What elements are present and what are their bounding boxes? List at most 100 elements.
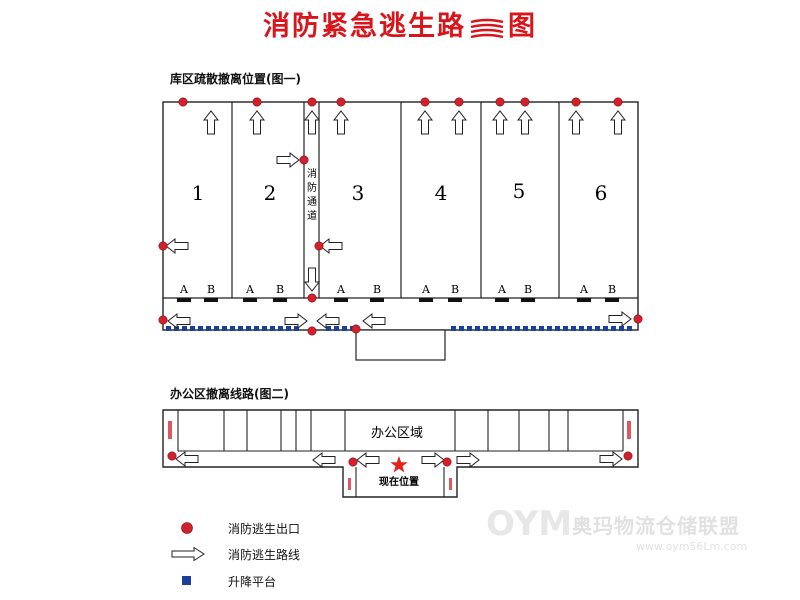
lifting-platform-square — [254, 326, 259, 331]
fire-exit-dot — [336, 97, 346, 107]
fire-exit-dot — [633, 314, 643, 324]
title-text-before: 消防紧急逃生路 — [263, 11, 466, 42]
lifting-platform-square — [539, 326, 544, 331]
dock-door — [419, 298, 433, 302]
fire-exit-dot — [442, 457, 452, 467]
lifting-platform-square — [523, 326, 528, 331]
fire-exit-dot — [623, 451, 633, 461]
title-stripe-mark — [470, 18, 504, 38]
fire-exit-dot — [307, 326, 317, 336]
watermark: OYM 奥玛物流仓储联盟 www.oym56Lm.com — [486, 500, 786, 570]
warehouse-number-2: 2 — [264, 181, 277, 205]
lifting-platform-square — [270, 326, 275, 331]
watermark-brand: 奥玛物流仓储联盟 — [572, 514, 740, 538]
lifting-platform-square — [627, 326, 632, 331]
fire-exit-dot — [167, 451, 177, 461]
fire-exit-dot — [520, 97, 530, 107]
dock-door — [177, 298, 191, 302]
dock-label-2a: A — [245, 283, 255, 296]
exit-sign — [168, 421, 172, 439]
dock-label-4b: B — [451, 283, 459, 296]
lifting-platform-square — [579, 326, 584, 331]
lifting-platform-square — [483, 326, 488, 331]
dock-label-6a: A — [579, 283, 589, 296]
lifting-platform-square — [451, 326, 456, 331]
warehouse-number-3: 3 — [352, 181, 365, 205]
legend-platform-label: 升降平台 — [228, 575, 277, 589]
fire-exit-dot — [178, 97, 188, 107]
current-position-label: 现在位置 — [379, 475, 419, 488]
exit-sign — [449, 478, 452, 490]
lifting-platform-square — [286, 326, 291, 331]
lifting-platform-square — [294, 326, 299, 331]
lifting-platform-square — [547, 326, 552, 331]
blue-square-icon — [182, 576, 191, 585]
fire-exit-dot — [307, 97, 317, 107]
dock-label-1b: B — [207, 283, 215, 296]
lifting-platform-square — [182, 326, 187, 331]
dock-door — [204, 298, 218, 302]
fire-lane-char-3: 通 — [307, 196, 317, 208]
fire-lane-char-4: 道 — [307, 209, 317, 222]
fire-exits — [158, 97, 643, 336]
dock-door — [370, 298, 384, 302]
fire-exit-dot — [252, 97, 262, 107]
annex-room — [355, 329, 446, 361]
lifting-platform-square — [334, 326, 339, 331]
lifting-platform-square — [595, 326, 600, 331]
lifting-platform-square — [206, 326, 211, 331]
red-dot-icon — [181, 522, 193, 534]
dock-door — [448, 298, 462, 302]
warehouse-number-1: 1 — [192, 181, 205, 205]
lifting-platform-square — [190, 326, 195, 331]
lifting-platform-square — [531, 326, 536, 331]
figure2-caption: 办公区撤离线路(图二) — [170, 387, 289, 401]
title-text-after: 图 — [508, 11, 537, 42]
legend-route-label: 消防逃生路线 — [228, 548, 301, 562]
lifting-platform-square — [174, 326, 179, 331]
office-exits — [167, 451, 633, 467]
lifting-platform-square — [166, 326, 171, 331]
warehouse-number-6: 6 — [595, 181, 608, 205]
fire-lane-char-2: 防 — [307, 181, 317, 194]
dock-label-3a: A — [336, 283, 346, 296]
legend-exit-label: 消防逃生出口 — [228, 522, 301, 536]
fire-lane-char-1: 消 — [307, 167, 317, 180]
dock-door — [273, 298, 287, 302]
lifting-platform-square — [459, 326, 464, 331]
lifting-platform-square — [555, 326, 560, 331]
dock-label-3b: B — [373, 283, 381, 296]
fire-exit-dot — [348, 457, 358, 467]
fire-exit-dot — [158, 241, 168, 251]
lifting-platform-square — [230, 326, 235, 331]
fire-exit-dot — [158, 315, 168, 325]
lifting-platform-square — [238, 326, 243, 331]
fire-exit-dot — [299, 155, 309, 165]
lifting-platform-square — [611, 326, 616, 331]
dock-door — [334, 298, 348, 302]
watermark-url: www.oym56Lm.com — [636, 540, 748, 553]
lifting-platform-square — [222, 326, 227, 331]
dock-door — [495, 298, 509, 302]
warehouse-number-4: 4 — [435, 181, 448, 205]
lifting-platforms — [166, 326, 632, 331]
dock-label-1a: A — [179, 283, 189, 296]
lifting-platform-square — [198, 326, 203, 331]
lifting-platform-square — [587, 326, 592, 331]
fire-exit-dot — [571, 97, 581, 107]
warehouse-number-5: 5 — [513, 179, 526, 203]
lifting-platform-square — [278, 326, 283, 331]
dock-label-2b: B — [276, 283, 284, 296]
exit-sign — [348, 478, 351, 490]
lifting-platform-square — [571, 326, 576, 331]
dock-door — [521, 298, 535, 302]
dock-label-5a: A — [497, 283, 507, 296]
lifting-platform-square — [619, 326, 624, 331]
lifting-platform-square — [467, 326, 472, 331]
lifting-platform-square — [214, 326, 219, 331]
lifting-platform-square — [246, 326, 251, 331]
dock-door — [577, 298, 591, 302]
lifting-platform-square — [342, 326, 347, 331]
fire-exit-dot — [307, 293, 317, 303]
